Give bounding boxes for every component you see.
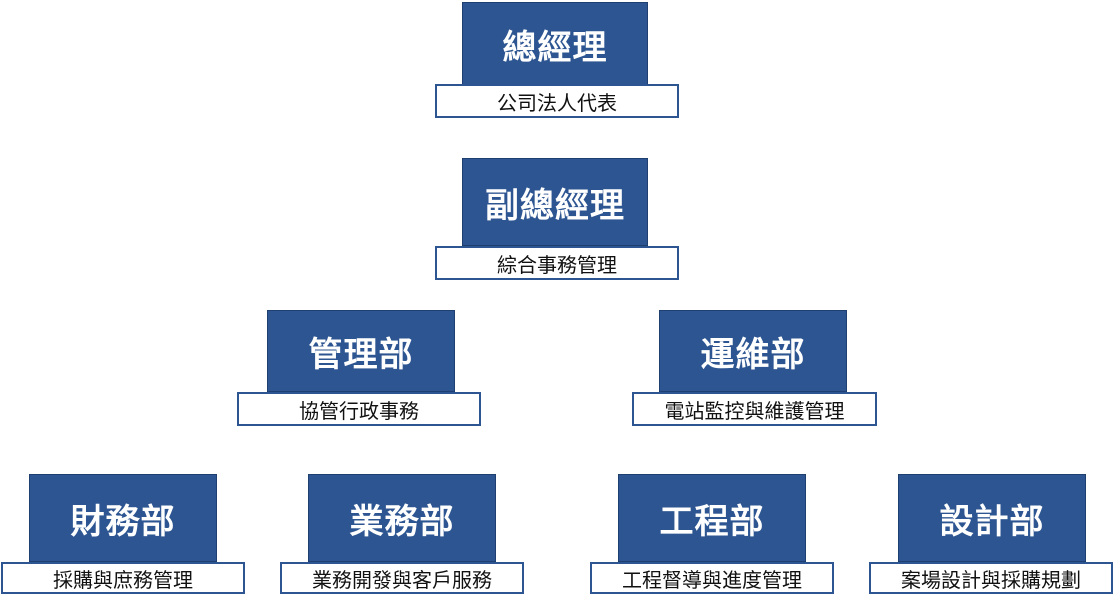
operations-dept-title: 運維部	[659, 310, 847, 392]
general-manager-desc: 公司法人代表	[435, 84, 679, 118]
deputy-general-manager-desc: 綜合事務管理	[435, 246, 679, 280]
engineering-dept-title: 工程部	[618, 474, 806, 562]
management-dept-desc: 協管行政事務	[237, 392, 481, 426]
general-manager-title: 總經理	[462, 2, 648, 86]
design-dept-title: 設計部	[898, 474, 1086, 562]
design-dept-desc: 案場設計與採購規劃	[869, 562, 1113, 594]
deputy-general-manager-title: 副總經理	[462, 158, 648, 246]
finance-dept-desc: 採購與庶務管理	[1, 562, 245, 594]
business-dept-title: 業務部	[308, 474, 496, 562]
business-dept-desc: 業務開發與客戶服務	[280, 562, 524, 594]
engineering-dept-desc: 工程督導與進度管理	[590, 562, 834, 594]
operations-dept-desc: 電站監控與維護管理	[632, 392, 877, 426]
management-dept-title: 管理部	[267, 310, 455, 392]
finance-dept-title: 財務部	[29, 474, 217, 562]
